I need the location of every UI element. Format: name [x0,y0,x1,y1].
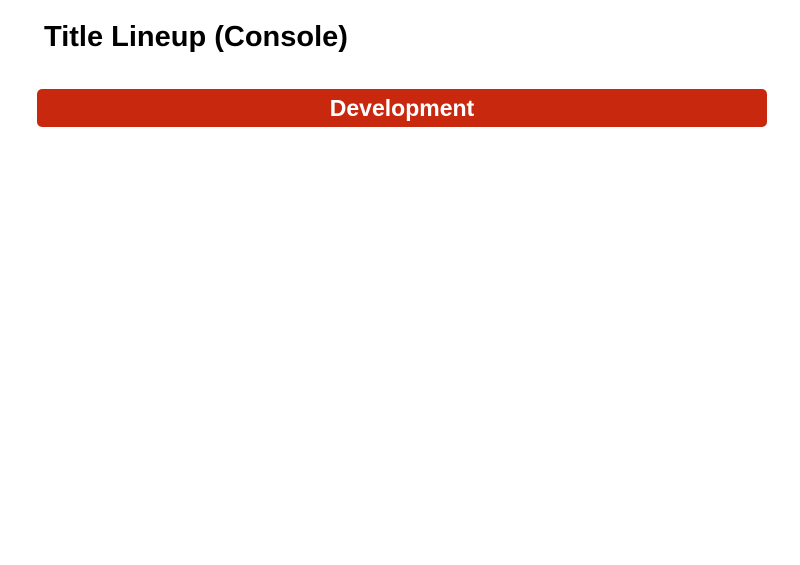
page-title: Title Lineup (Console) [44,21,348,53]
section-banner: Development [37,89,767,127]
section-banner-label: Development [329,94,475,121]
